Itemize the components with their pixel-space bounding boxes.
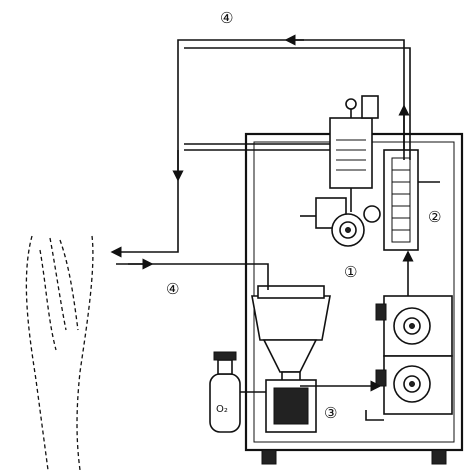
- roller-pump-1: [300, 188, 381, 247]
- heat-exchanger-2: [383, 149, 440, 251]
- oxygen-cylinder: O₂: [209, 351, 241, 433]
- marker-2: ②: [428, 208, 441, 226]
- roller-pump-upper: [375, 295, 453, 357]
- reservoir: [329, 95, 379, 189]
- roller-pump-lower: [375, 355, 453, 415]
- oxygen-label: O₂: [216, 404, 228, 415]
- pipes: [110, 34, 414, 421]
- marker-4-left: ④: [166, 280, 179, 298]
- limb-outline: [25, 235, 94, 471]
- marker-3: ③: [324, 404, 337, 422]
- marker-4-top: ④: [220, 9, 233, 27]
- lower-container: [265, 379, 317, 433]
- marker-1: ①: [344, 263, 357, 281]
